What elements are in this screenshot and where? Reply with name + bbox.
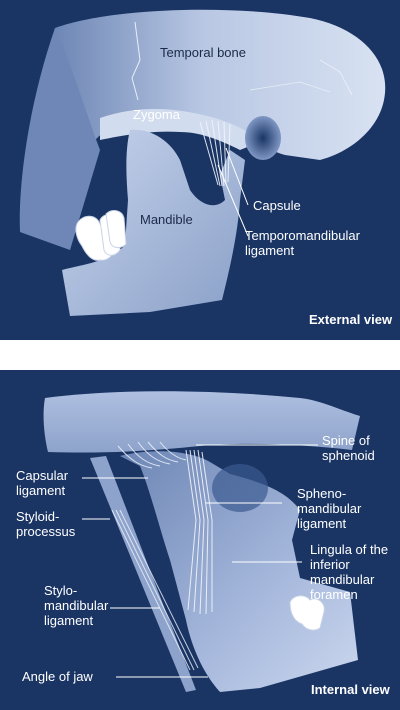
stylomandibular-ligament-label: Stylo- mandibular ligament [44,583,109,628]
teeth-shape [75,210,127,261]
temporomandibular-ligament-shape [199,119,231,187]
mandible-ramus-shape [120,451,358,692]
lingula-label: Lingula of the inferior mandibular foram… [310,542,389,602]
internal-view-panel: Spine of sphenoid Capsular ligament Styl… [0,370,400,710]
internal-tooth-shape [289,595,325,631]
mandible-shape [62,129,245,316]
sphenomandibular-ligament-label: Spheno- mandibular ligament [297,486,362,531]
spine-of-sphenoid-label: Spine of sphenoid [322,433,375,463]
internal-view-label: Internal view [311,682,390,697]
cranial-base-shape [43,391,361,453]
internal-leader-lines [82,444,318,678]
ear-canal-shape [245,116,281,160]
sphenomandibular-ligament-shape [185,449,213,615]
capsular-ligament-shape [117,441,187,469]
temporal-bone-shape [53,9,386,161]
external-view-label: External view [309,312,393,327]
mandible-label: Mandible [140,212,193,227]
internal-view-illustration [43,391,361,692]
external-view-panel: Temporal bone Zygoma Mandible Capsule Te… [0,0,400,340]
styloid-process-label: Styloid- processus [16,509,76,539]
external-leader-lines [217,147,249,237]
angle-of-jaw-label: Angle of jaw [22,669,93,684]
external-view-illustration [19,9,386,316]
zygoma-label: Zygoma [133,107,180,122]
stylomandibular-ligament-shape [111,509,199,671]
capsular-ligament-label: Capsular ligament [16,468,69,498]
capsule-label: Capsule [253,198,301,213]
face-shadow-shape [19,28,101,250]
temporomandibular-ligament-label: Temporomandibular ligament [245,228,360,258]
temporal-bone-label: Temporal bone [160,45,246,60]
